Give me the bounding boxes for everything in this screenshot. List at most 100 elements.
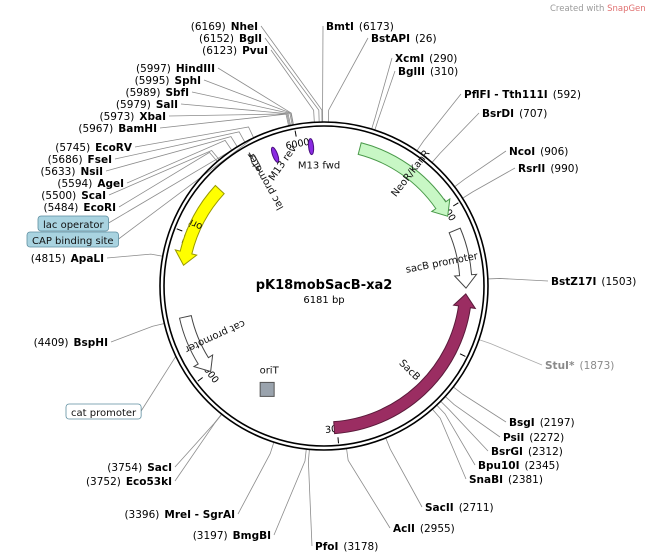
- site-position: (4409): [34, 337, 69, 349]
- site-eco53ki: Eco53kI(3752): [86, 476, 172, 488]
- site-name: BsrDI: [482, 108, 514, 120]
- site-leader: [270, 49, 315, 123]
- site-bsrdi: BsrDI(707): [482, 108, 547, 120]
- site-leader: [126, 139, 233, 184]
- site-leader: [371, 57, 393, 130]
- boxed-label-leader: [108, 140, 248, 224]
- boxed-label-cap-binding-site: CAP binding site: [26, 231, 119, 248]
- site-leader: [114, 131, 246, 160]
- plasmid-size: 6181 bp: [303, 295, 344, 306]
- site-leader: [108, 150, 220, 196]
- feature-ori: ori: [174, 184, 225, 267]
- site-name: StuI*: [545, 360, 575, 372]
- site-leader: [118, 151, 218, 208]
- site-name: Eco53kI: [126, 476, 172, 488]
- site-leader: [106, 253, 163, 259]
- plasmid-backbone: [159, 121, 489, 451]
- restriction-sites: BmtI(6173)BstAPI(26)XcmI(290)BglII(310)P…: [31, 21, 637, 553]
- feature-cat-promoter: cat promoter: [178, 314, 247, 373]
- tick-mark: [459, 353, 466, 357]
- site-position: (5979): [116, 99, 151, 111]
- boxed-label-bg: [37, 215, 109, 232]
- boxed-label-text: lac operator: [43, 220, 104, 231]
- boxed-label-leader: [118, 137, 254, 240]
- backbone-outer-strand: [159, 121, 489, 451]
- site-name: BglII: [398, 66, 425, 78]
- feature-arrow: [174, 184, 225, 267]
- site-leader: [105, 136, 238, 172]
- site-name: XbaI: [139, 111, 166, 123]
- site-position: (2381): [508, 474, 543, 486]
- site-name: BstZ17I: [551, 276, 596, 288]
- site-pflfi-tth111i: PflFI - Tth111I(592): [464, 89, 581, 101]
- site-position: (2312): [528, 446, 563, 458]
- site-position: (6152): [199, 33, 234, 45]
- site-position: (6173): [359, 21, 394, 33]
- site-position: (3396): [124, 509, 159, 521]
- site-name: AgeI: [97, 178, 124, 190]
- site-leader: [174, 414, 223, 482]
- site-leader: [385, 437, 423, 508]
- site-leader: [159, 113, 289, 129]
- site-leader: [346, 448, 391, 529]
- site-leader: [444, 396, 501, 438]
- site-position: (2345): [525, 460, 560, 472]
- site-bmgbi: BmgBI (3197): [193, 530, 271, 542]
- site-position: (2272): [529, 432, 564, 444]
- site-xbai: XbaI(5973): [99, 111, 166, 123]
- site-leader: [487, 278, 549, 282]
- site-position: (3197): [193, 530, 228, 542]
- site-name: BmtI: [326, 21, 354, 33]
- site-leader: [180, 103, 291, 126]
- site-name: EcoRV: [95, 142, 133, 154]
- site-name: SacI: [147, 462, 172, 474]
- site-bglii: BglII (310): [398, 66, 458, 78]
- site-leader: [168, 113, 290, 126]
- site-position: (5989): [126, 87, 161, 99]
- site-leader: [134, 126, 255, 148]
- site-position: (5686): [48, 154, 83, 166]
- feature-arrow: [357, 142, 451, 217]
- site-leader: [440, 400, 489, 452]
- feature-arrow: [448, 227, 478, 289]
- primer-mark: [307, 138, 315, 156]
- site-position: (1873): [579, 360, 614, 372]
- site-leader: [217, 67, 294, 125]
- boxed-label-cat-promoter: cat promoter: [65, 403, 142, 420]
- site-sacii: SacII(2711): [425, 502, 494, 514]
- site-position: (310): [430, 66, 458, 78]
- boxed-label-leader: [140, 356, 177, 412]
- feature-sacb-promoter: sacB promoter: [405, 227, 480, 289]
- tick-mark: [294, 130, 297, 137]
- site-bgli: BglI(6152): [199, 33, 262, 45]
- backbone-inner-strand: [163, 125, 485, 447]
- feature-sacb: SacB: [333, 293, 477, 435]
- site-apali: ApaLI(4815): [31, 253, 104, 265]
- site-bsgi: BsgI(2197): [509, 417, 575, 429]
- site-name: BmgBI: [233, 530, 271, 542]
- site-bmti: BmtI (6173): [326, 21, 394, 33]
- site-position: (3178): [343, 541, 378, 553]
- site-name: SphI: [175, 75, 201, 87]
- site-ecori: EcoRI(5484): [43, 202, 116, 214]
- boxed-label-bg: [65, 403, 142, 420]
- site-snabi: SnaBI(2381): [469, 474, 543, 486]
- feature-m13-rev: M13 rev: [267, 144, 299, 184]
- site-position: (5967): [78, 123, 113, 135]
- site-leader: [237, 442, 275, 515]
- site-leader: [431, 112, 480, 163]
- site-bsrgi: BsrGI(2312): [491, 446, 563, 458]
- site-leader: [478, 339, 543, 366]
- site-bsphi: BspHI(4409): [34, 337, 108, 349]
- site-rsrii: RsrII(990): [518, 163, 579, 175]
- site-position: (5995): [135, 75, 170, 87]
- feature-arrow: [248, 152, 261, 173]
- site-name: FseI: [88, 154, 112, 166]
- site-name: ApaLI: [71, 253, 104, 265]
- watermark-prefix: Created with: [550, 4, 607, 14]
- orit-box: [259, 381, 275, 397]
- site-sphi: SphI (5995): [135, 75, 201, 87]
- site-sbfi: SbfI(5989): [126, 87, 189, 99]
